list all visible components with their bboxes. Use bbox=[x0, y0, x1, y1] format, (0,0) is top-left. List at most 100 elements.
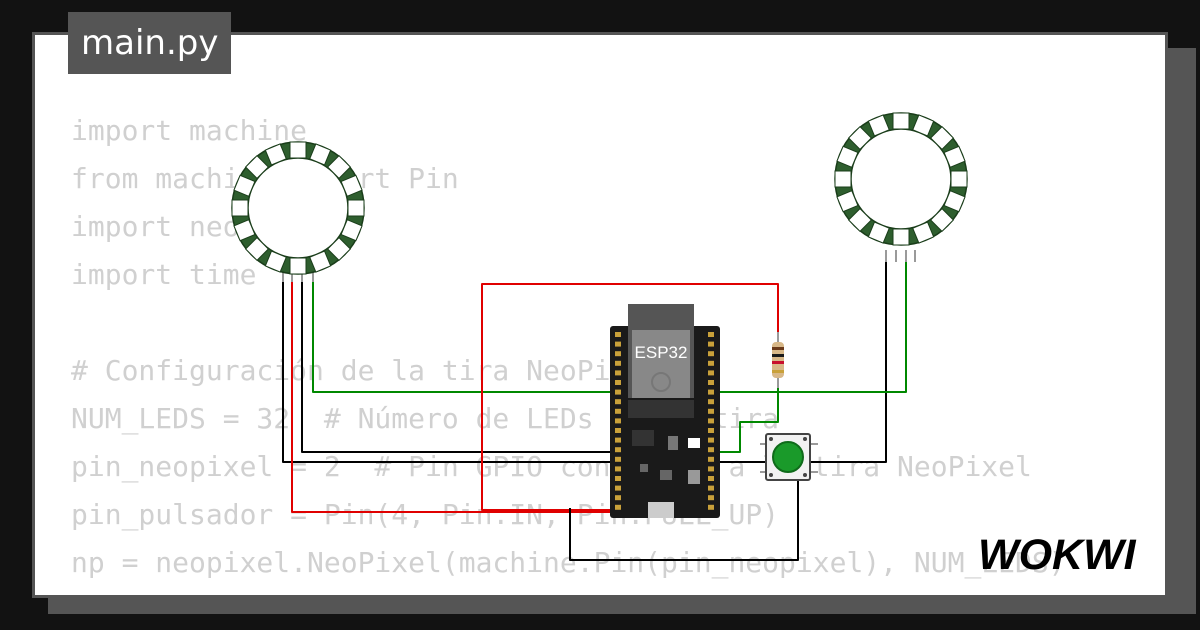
led-pixel bbox=[244, 236, 270, 262]
led-pixel bbox=[847, 207, 873, 233]
header-pin bbox=[708, 428, 714, 433]
led-pixel bbox=[929, 125, 955, 151]
led-pixel bbox=[867, 114, 890, 137]
wire-black-button-gnd bbox=[569, 480, 799, 561]
header-pin bbox=[708, 389, 714, 395]
header-pin bbox=[708, 351, 714, 357]
header-pin bbox=[615, 437, 621, 443]
espressif-logo-icon bbox=[651, 372, 671, 392]
header-pin bbox=[708, 408, 714, 414]
led-pixel bbox=[264, 143, 287, 166]
led-pixel bbox=[244, 154, 270, 180]
wire-green-ring-left-din bbox=[312, 262, 907, 393]
header-pin bbox=[615, 447, 621, 453]
wire-black-ring-left-gnd bbox=[282, 262, 887, 463]
led-pixel bbox=[347, 199, 365, 217]
code-line: # Configuración de la tira NeoPixel bbox=[71, 354, 662, 387]
boot-button[interactable] bbox=[688, 470, 700, 484]
header-pin bbox=[708, 466, 714, 472]
header-pin bbox=[615, 399, 621, 405]
neopixel-ring-right[interactable] bbox=[834, 112, 968, 246]
wokwi-logo: WOKWI bbox=[978, 531, 1137, 579]
led-pixel bbox=[892, 112, 910, 130]
esp32-board[interactable]: ESP32 bbox=[610, 304, 720, 518]
led-pixel bbox=[264, 250, 287, 273]
resistor[interactable] bbox=[772, 332, 784, 388]
push-button-cap[interactable] bbox=[772, 441, 804, 473]
led-pixel bbox=[233, 219, 256, 242]
header-pin bbox=[615, 408, 621, 414]
header-pin bbox=[708, 360, 714, 366]
header-pin bbox=[708, 504, 714, 510]
led-pixel bbox=[912, 114, 935, 137]
led-pixel bbox=[233, 174, 256, 197]
led-pixel bbox=[892, 228, 910, 246]
wire-red-ring-left-power bbox=[291, 282, 618, 513]
led-pixel bbox=[867, 221, 890, 244]
led-pixel bbox=[950, 170, 968, 188]
header-pin bbox=[615, 456, 621, 462]
led-pixel bbox=[929, 207, 955, 233]
header-pin bbox=[615, 389, 621, 395]
chip-icon bbox=[632, 430, 654, 446]
header-pin bbox=[708, 485, 714, 491]
esp32-label: ESP32 bbox=[635, 343, 688, 362]
esp32-module-shield bbox=[632, 330, 690, 398]
header-pin bbox=[708, 380, 714, 385]
code-line: import time bbox=[71, 258, 257, 291]
led-pixel bbox=[289, 257, 307, 275]
led-pixel bbox=[340, 174, 363, 197]
led-pixel bbox=[326, 154, 352, 180]
header-pin bbox=[615, 466, 621, 472]
header-pin bbox=[615, 360, 621, 366]
header-pin bbox=[708, 332, 714, 337]
header-pin bbox=[615, 341, 621, 347]
led-pixel bbox=[326, 236, 352, 262]
neopixel-ring-left[interactable] bbox=[231, 141, 365, 275]
led-pixel bbox=[943, 190, 966, 213]
header-pin bbox=[615, 485, 621, 491]
header-pin bbox=[615, 380, 621, 385]
led-pixel bbox=[912, 221, 935, 244]
led-pixel bbox=[289, 141, 307, 159]
header-pin bbox=[708, 495, 714, 501]
wire-red-esp-to-resistor bbox=[481, 283, 779, 511]
ring-right-pins bbox=[885, 250, 916, 262]
header-pin bbox=[615, 495, 621, 501]
led-pixel bbox=[943, 145, 966, 168]
header-pin bbox=[708, 341, 714, 347]
wire-green-resistor-to-button bbox=[716, 382, 779, 453]
header-pin bbox=[708, 476, 714, 481]
header-pin bbox=[708, 399, 714, 405]
led-pixel bbox=[231, 199, 249, 217]
led-pixel bbox=[309, 143, 332, 166]
led-pixel bbox=[836, 190, 859, 213]
header-pin bbox=[615, 428, 621, 433]
header-pin bbox=[615, 351, 621, 357]
header-pin bbox=[708, 447, 714, 453]
header-pin bbox=[615, 504, 621, 510]
header-pin bbox=[615, 418, 621, 424]
led-pixel bbox=[834, 170, 852, 188]
code-line: np = neopixel.NeoPixel(machine.Pin(pin_n… bbox=[71, 546, 1066, 579]
push-button[interactable] bbox=[760, 433, 818, 481]
code-line: import machine bbox=[71, 114, 308, 147]
led-pixel bbox=[340, 219, 363, 242]
led-pixel bbox=[847, 125, 873, 151]
file-tab-title: main.py bbox=[81, 23, 219, 63]
file-tab[interactable]: main.py bbox=[68, 12, 232, 74]
wire-black-ring-left-data bbox=[301, 282, 618, 453]
header-pin bbox=[708, 418, 714, 424]
led-pixel bbox=[309, 250, 332, 273]
led-pixel bbox=[836, 145, 859, 168]
header-pin bbox=[708, 437, 714, 443]
usb-port-icon bbox=[648, 502, 674, 518]
header-pin bbox=[708, 370, 714, 376]
header-pin bbox=[708, 456, 714, 462]
header-pin bbox=[615, 370, 621, 376]
header-pin bbox=[615, 332, 621, 337]
header-pin bbox=[615, 476, 621, 481]
